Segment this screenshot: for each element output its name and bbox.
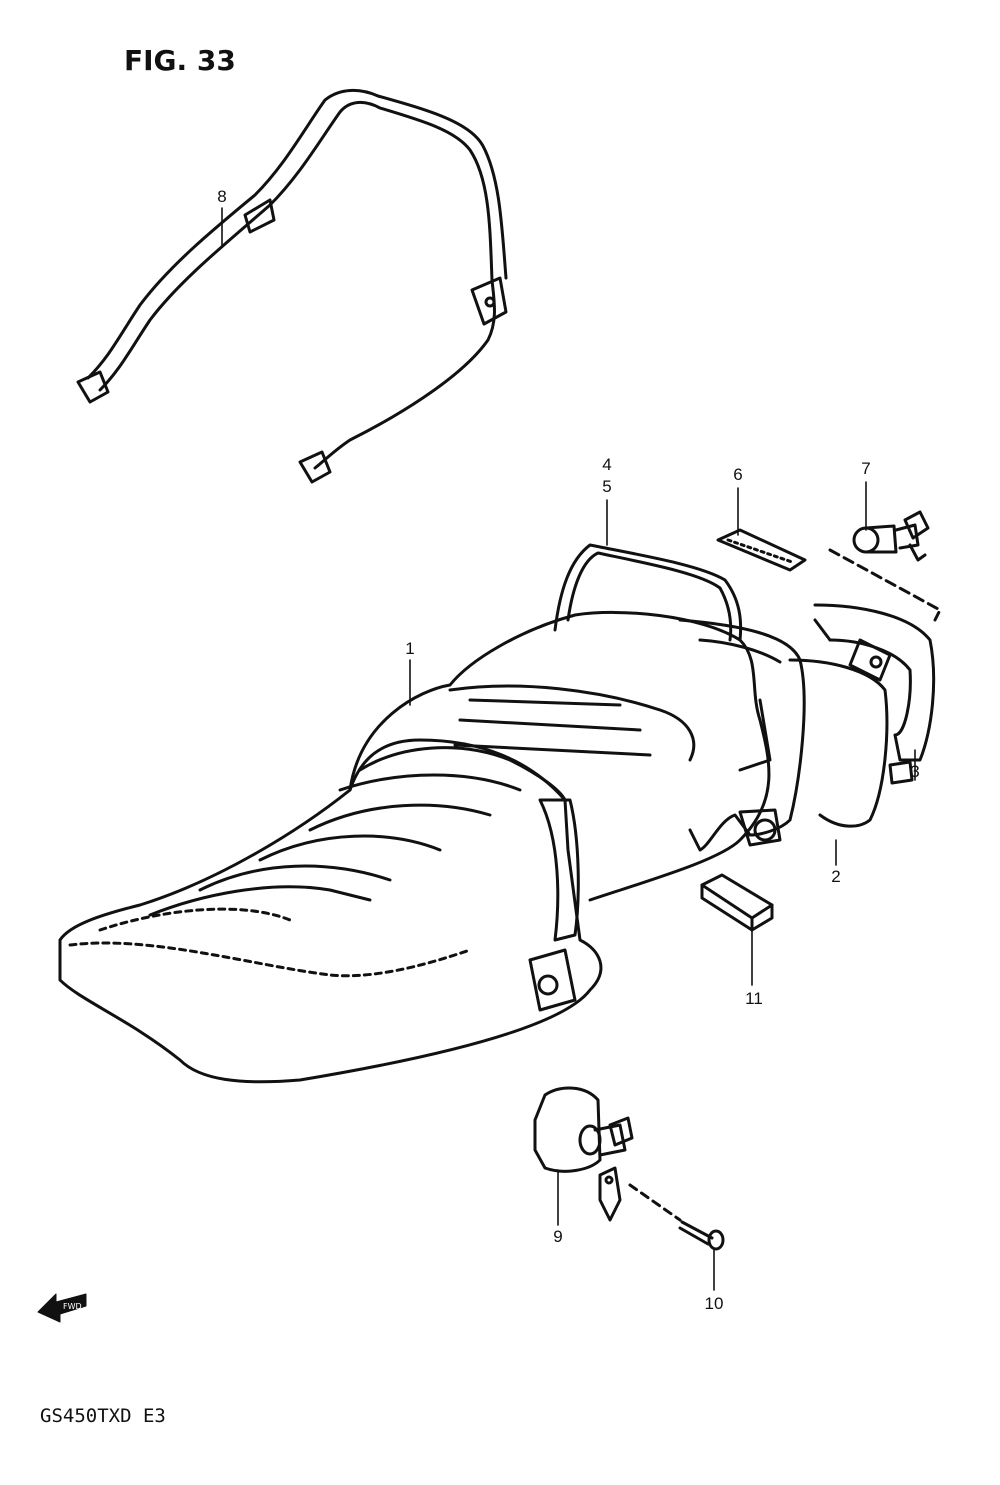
callout-7: 7: [861, 459, 871, 478]
pad-strip-part: [716, 528, 807, 572]
seat-assembly-part: [58, 610, 771, 1084]
fwd-arrow-icon: [37, 1293, 87, 1323]
callout-3: 3: [910, 762, 920, 781]
helmet-lock-part: [533, 1086, 634, 1222]
seat-lock-part: [828, 510, 942, 622]
callout-4: 4: [602, 455, 612, 474]
leader-lines: [221, 207, 916, 1291]
callout-5: 5: [602, 477, 612, 496]
callout-8: 8: [217, 187, 227, 206]
callout-10: 10: [704, 1294, 724, 1313]
callout-2: 2: [831, 867, 841, 886]
callout-11: 11: [745, 989, 763, 1008]
tail-cowl-part: [678, 618, 889, 852]
callout-1: 1: [405, 639, 415, 658]
seat-rail-part: [553, 543, 743, 642]
fwd-arrow-label: FWD: [63, 1302, 82, 1311]
figure-title: FIG. 33: [124, 44, 236, 77]
cushion-block-part: [700, 873, 774, 932]
screw-part: [628, 1183, 725, 1251]
model-code-label: GS450TXD E3: [40, 1405, 166, 1427]
grab-rail-part: [76, 89, 508, 484]
tail-frame-part: [813, 603, 936, 785]
callout-9: 9: [553, 1227, 563, 1246]
callout-6: 6: [733, 465, 743, 484]
